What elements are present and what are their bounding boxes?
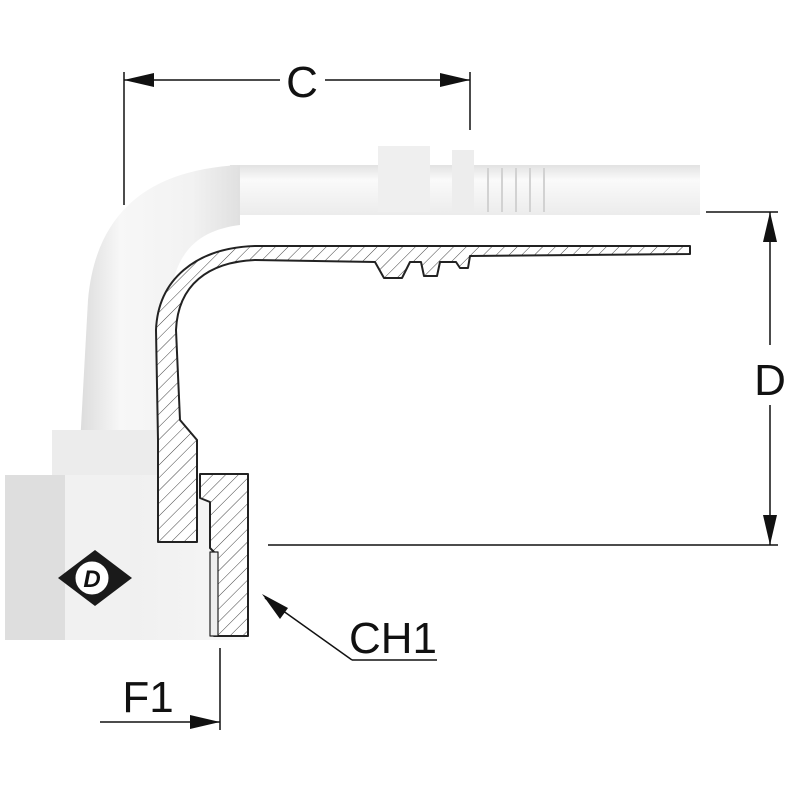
- cross-section: [155, 245, 691, 637]
- dimension-arrows: [124, 73, 777, 729]
- stem-collar-2: [452, 150, 474, 212]
- dimension-label-f1: F1: [122, 673, 173, 722]
- dimension-label-c: C: [286, 58, 318, 107]
- dimension-label-d: D: [754, 356, 786, 405]
- hex-nut-face-left: [5, 475, 65, 640]
- section-wall: [155, 245, 691, 543]
- logo-letter: D: [83, 566, 100, 593]
- stem-collar: [378, 146, 430, 212]
- dunlop-logo-icon: D: [58, 550, 132, 606]
- dimension-label-ch1: CH1: [349, 614, 437, 663]
- nut-neck: [52, 430, 177, 475]
- stem-serrations: [487, 168, 545, 212]
